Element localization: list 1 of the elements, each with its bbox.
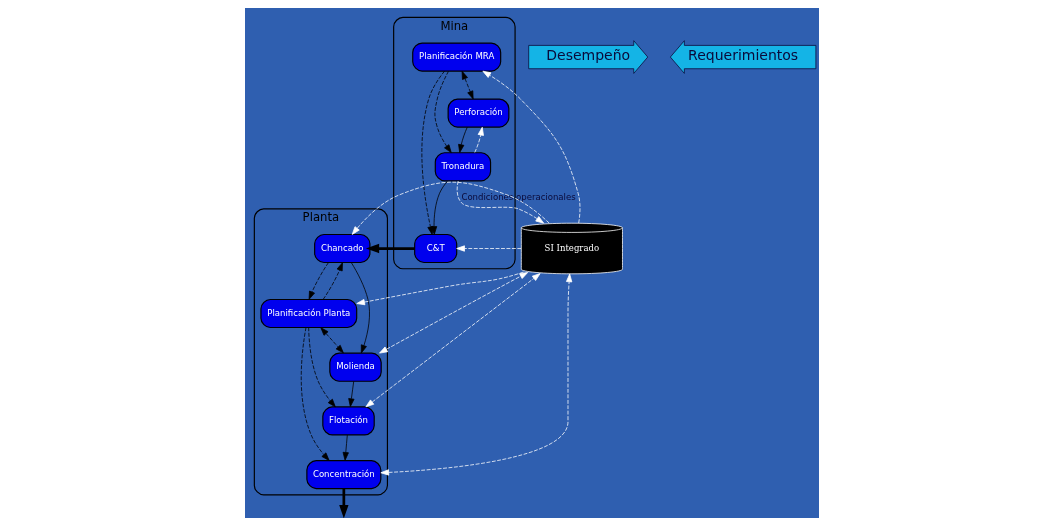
edge-label: Condiciones operacionales <box>461 192 576 203</box>
